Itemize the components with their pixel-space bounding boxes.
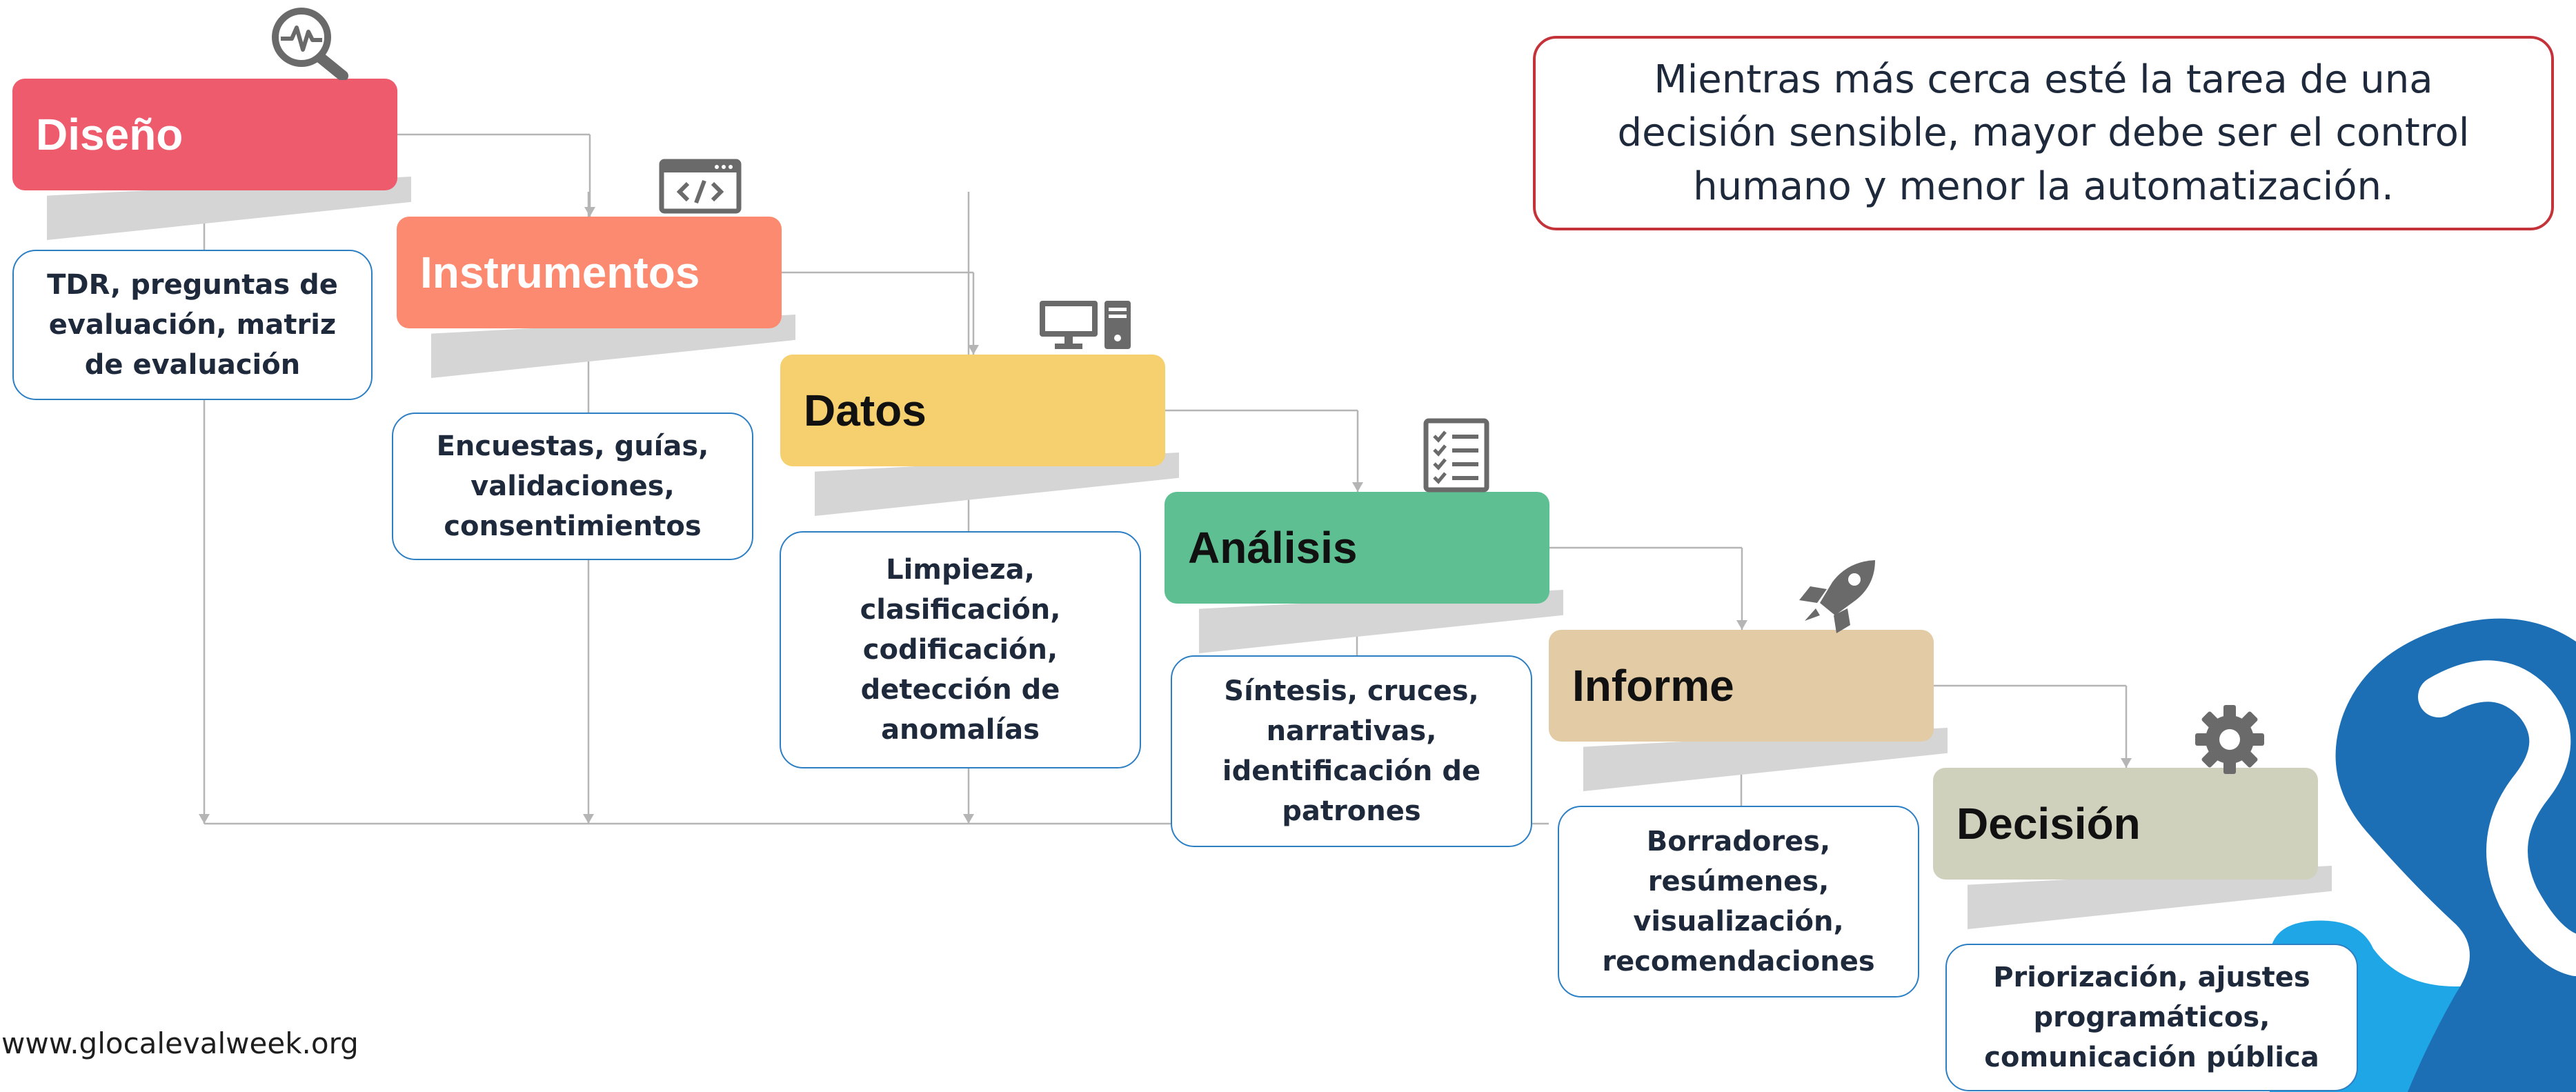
gear-icon (2195, 705, 2264, 774)
stage-box-6: Decisión (1933, 768, 2318, 880)
magnifier-pulse-icon (272, 8, 348, 80)
stage-description-5: Borradores, resúmenes, visualización, re… (1558, 806, 1919, 997)
checklist-icon (1423, 418, 1489, 493)
stage-description-1: TDR, preguntas de evaluación, matriz de … (12, 250, 373, 400)
step-arrow (584, 207, 595, 217)
step-arrow (1736, 620, 1747, 630)
stage-label: Instrumentos (420, 248, 700, 297)
stage-box-2: Instrumentos (397, 217, 782, 328)
return-arrow (199, 814, 210, 824)
stage-box-4: Análisis (1165, 492, 1549, 604)
stage-description-2: Encuestas, guías, validaciones, consenti… (392, 413, 753, 560)
stage-label: Decisión (1956, 799, 2141, 848)
principle-note: Mientras más cerca esté la tarea de una … (1533, 36, 2554, 230)
stage-box-5: Informe (1549, 630, 1934, 742)
stage-description-3: Limpieza, clasificación, codificación, d… (780, 531, 1141, 768)
stage-label: Datos (804, 386, 927, 435)
stage-label: Análisis (1188, 523, 1358, 573)
code-window-icon (659, 159, 742, 214)
stage-label: Diseño (36, 110, 184, 159)
step-arrow (2121, 758, 2132, 768)
return-arrow (583, 814, 594, 824)
return-arrow (963, 814, 974, 824)
step-arrow (1352, 482, 1363, 492)
stage-box-1: Diseño (12, 79, 397, 190)
stage-description-6: Priorización, ajustes programáticos, com… (1945, 944, 2358, 1091)
stage-description-4: Síntesis, cruces, narrativas, identifica… (1171, 655, 1532, 847)
step-arrow (968, 345, 979, 355)
desktop-computer-icon (1040, 301, 1131, 349)
rocket-icon (1799, 560, 1875, 633)
stage-label: Informe (1572, 661, 1734, 711)
stage-box-3: Datos (780, 355, 1165, 466)
website-url[interactable]: www.glocalevalweek.org (1, 1026, 359, 1060)
